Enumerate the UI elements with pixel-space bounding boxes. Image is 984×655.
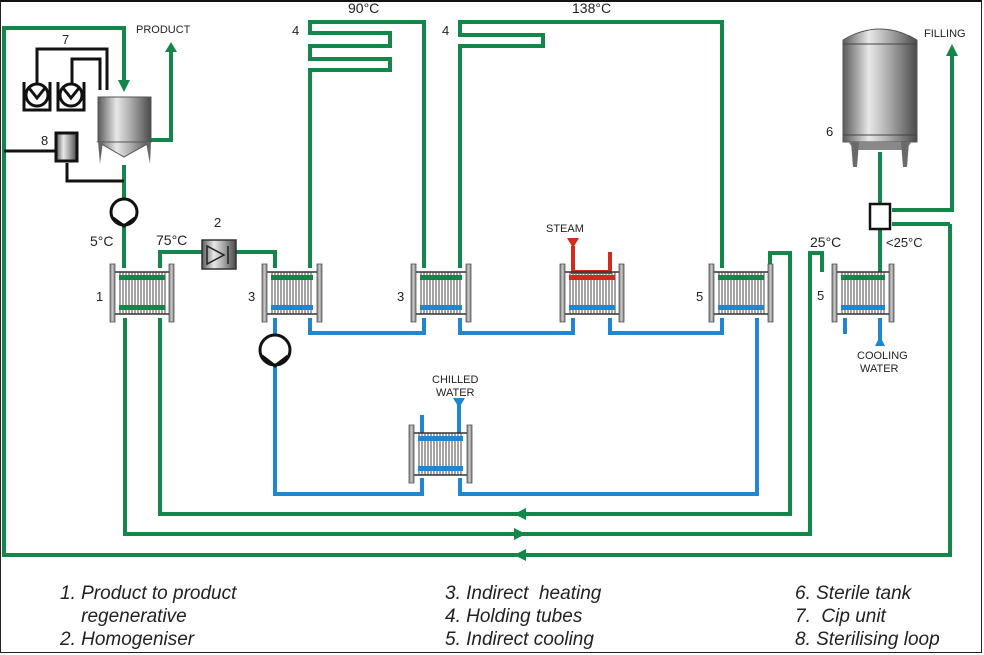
cip-pump-b — [58, 82, 84, 108]
legend-item-8: 8. Sterilising loop — [795, 629, 940, 650]
sterilising-loop-line-b — [65, 163, 124, 183]
label-steam: STEAM — [546, 223, 584, 235]
hx1-to-25c-line — [123, 251, 824, 536]
num-hx3b: 3 — [397, 289, 404, 304]
product-outlet-line — [151, 52, 173, 142]
hot-water-loop-mid — [458, 318, 575, 335]
arrow-return-2 — [514, 528, 526, 540]
hx1-regenerative — [109, 263, 175, 323]
legend-item-3: 3. Indirect heating — [445, 583, 602, 604]
arrow-steam — [567, 238, 579, 248]
temp-138c: 138°C — [572, 0, 611, 16]
balance-tank — [96, 96, 153, 164]
num-hx5a: 5 — [696, 289, 703, 304]
aseptic-valve — [868, 202, 892, 231]
num-hx3a: 3 — [248, 289, 255, 304]
cip-tank-b — [56, 82, 86, 112]
label-cooling-water: WATER — [860, 363, 899, 375]
hx5b-cooling — [831, 263, 895, 323]
legend-item-6: 6. Sterile tank — [795, 583, 912, 604]
label-filling: FILLING — [924, 28, 966, 40]
water-lines — [273, 318, 882, 496]
arrow-chilled-water — [453, 398, 465, 408]
arrow-product-out — [165, 42, 177, 52]
legend-col-2: 3. Indirect heating 4. Holding tubes 5. … — [445, 582, 601, 651]
cip-line-1 — [35, 47, 109, 90]
hot-water-loop-right — [608, 318, 724, 335]
arrow-cooling-water — [875, 336, 885, 346]
legend-col-3: 6. Sterile tank 7. Cip unit 8. Sterilisi… — [795, 582, 940, 651]
num-loop8: 8 — [41, 133, 48, 148]
label-chilled: CHILLED — [432, 374, 479, 386]
num-cip7: 7 — [62, 32, 69, 47]
product-lines — [2, 20, 954, 557]
temp-25c: 25°C — [810, 234, 841, 250]
num-hx5b: 5 — [817, 288, 824, 303]
hx3b-to-holding-138-line — [458, 20, 724, 268]
num-hx1: 1 — [96, 289, 103, 304]
label-chilled-water: WATER — [436, 387, 475, 399]
temp-75c: 75°C — [156, 232, 187, 248]
hx5-to-hx1-line — [158, 251, 792, 516]
legend-item-4: 4. Holding tubes — [445, 606, 583, 627]
hot-water-pump — [258, 333, 292, 368]
legend-item-1-cont: regenerative — [60, 606, 187, 627]
cip-line-2 — [70, 57, 102, 90]
chilled-water-hx — [408, 424, 473, 484]
labels: PRODUCT FILLING STEAM CHILLED WATER COOL… — [41, 0, 966, 399]
arrow-into-tank — [118, 80, 130, 92]
num-hold4a: 4 — [292, 23, 299, 38]
label-product: PRODUCT — [136, 24, 191, 36]
legend-item-7: 7. Cip unit — [795, 606, 886, 627]
pump-to-chiller-line — [273, 365, 424, 496]
heat-exchangers — [109, 263, 895, 484]
arrow-return-1 — [514, 508, 526, 520]
hx1-to-homogeniser-line — [158, 250, 203, 268]
legend-item-5: 5. Indirect cooling — [445, 629, 594, 650]
num-homogeniser: 2 — [214, 215, 221, 230]
feed-pump — [109, 197, 139, 228]
homogeniser-to-hx3a-line — [236, 250, 277, 268]
steam-heater — [559, 263, 625, 323]
cip-pump-a — [24, 82, 50, 108]
cip-tank-a — [22, 82, 52, 112]
sterile-tank — [842, 28, 918, 167]
hot-water-loop-upper — [308, 318, 426, 335]
hx3a-to-holding-90-line — [308, 20, 426, 268]
outer-return-line — [2, 26, 952, 557]
steam-line — [571, 246, 612, 274]
hx3b-heating — [410, 263, 472, 323]
arrow-return-3 — [514, 549, 526, 561]
hx5a-cooling — [708, 263, 774, 323]
chiller-to-hx5a-line — [458, 318, 759, 496]
hx3a-heating — [261, 263, 323, 323]
sterilising-loop-unit — [54, 131, 79, 163]
temp-5c: 5°C — [90, 233, 114, 249]
num-tank6: 6 — [826, 124, 833, 139]
num-hold4b: 4 — [442, 23, 449, 38]
cip-unit — [4, 47, 124, 183]
label-cooling: COOLING — [857, 350, 908, 362]
legend-item-2: 2. Homogeniser — [60, 629, 195, 650]
homogeniser — [201, 239, 237, 270]
legend-item-1: 1. Product to product — [60, 583, 237, 604]
legend-col-1: 1. Product to product regenerative 2. Ho… — [60, 582, 236, 651]
valve-to-filling-line — [892, 52, 954, 212]
temp-lt25c: <25°C — [886, 235, 923, 250]
temp-90c: 90°C — [348, 0, 379, 16]
flow-arrows — [118, 42, 958, 561]
arrow-filling — [946, 44, 958, 56]
